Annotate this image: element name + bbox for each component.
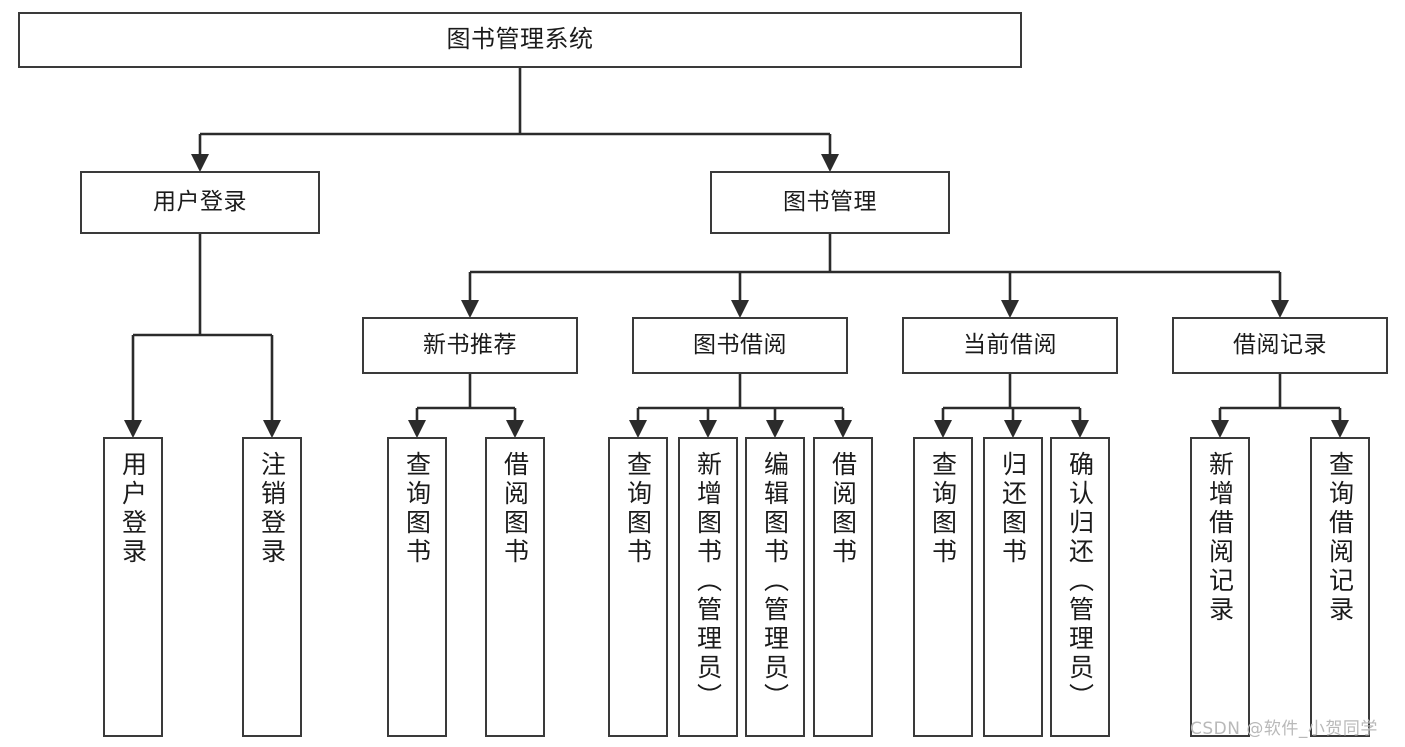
node-root[interactable]: 图书管理系统: [18, 12, 1022, 68]
node-user-login[interactable]: 用户登录: [80, 171, 320, 234]
node-label: 新增借阅记录: [1205, 451, 1235, 625]
node-leaf-edit-book[interactable]: 编辑图书（管理员）: [745, 437, 805, 737]
node-leaf-user-login[interactable]: 用户登录: [103, 437, 163, 737]
node-label: 确认归还（管理员）: [1065, 451, 1095, 712]
node-book-manage[interactable]: 图书管理: [710, 171, 950, 234]
node-label: 查询借阅记录: [1325, 451, 1355, 625]
node-label: 新书推荐: [423, 332, 517, 359]
node-leaf-borrow-book-1[interactable]: 借阅图书: [485, 437, 545, 737]
node-label: 图书管理系统: [446, 25, 594, 54]
node-label: 新增图书（管理员）: [693, 451, 723, 712]
node-leaf-return-book[interactable]: 归还图书: [983, 437, 1043, 737]
node-label: 查询图书: [402, 451, 432, 567]
node-label: 借阅图书: [828, 451, 858, 567]
node-leaf-borrow-book-2[interactable]: 借阅图书: [813, 437, 873, 737]
node-leaf-add-record[interactable]: 新增借阅记录: [1190, 437, 1250, 737]
node-label: 用户登录: [118, 451, 148, 567]
node-book-borrow[interactable]: 图书借阅: [632, 317, 848, 374]
node-label: 用户登录: [153, 189, 247, 216]
node-leaf-user-logout[interactable]: 注销登录: [242, 437, 302, 737]
node-label: 当前借阅: [963, 332, 1057, 359]
node-label: 编辑图书（管理员）: [760, 451, 790, 712]
node-leaf-query-book-1[interactable]: 查询图书: [387, 437, 447, 737]
watermark-text: CSDN @软件_小贺同学: [1190, 719, 1378, 739]
node-label: 借阅图书: [500, 451, 530, 567]
node-leaf-add-book[interactable]: 新增图书（管理员）: [678, 437, 738, 737]
node-label: 归还图书: [998, 451, 1028, 567]
node-current-borrow[interactable]: 当前借阅: [902, 317, 1118, 374]
node-label: 图书借阅: [693, 332, 787, 359]
node-borrow-record[interactable]: 借阅记录: [1172, 317, 1388, 374]
node-label: 查询图书: [623, 451, 653, 567]
node-leaf-confirm-return[interactable]: 确认归还（管理员）: [1050, 437, 1110, 737]
node-leaf-query-record[interactable]: 查询借阅记录: [1310, 437, 1370, 737]
node-leaf-query-book-3[interactable]: 查询图书: [913, 437, 973, 737]
node-new-book-rec[interactable]: 新书推荐: [362, 317, 578, 374]
node-label: 借阅记录: [1233, 332, 1327, 359]
node-label: 注销登录: [257, 451, 287, 567]
node-label: 图书管理: [783, 189, 877, 216]
node-label: 查询图书: [928, 451, 958, 567]
node-leaf-query-book-2[interactable]: 查询图书: [608, 437, 668, 737]
